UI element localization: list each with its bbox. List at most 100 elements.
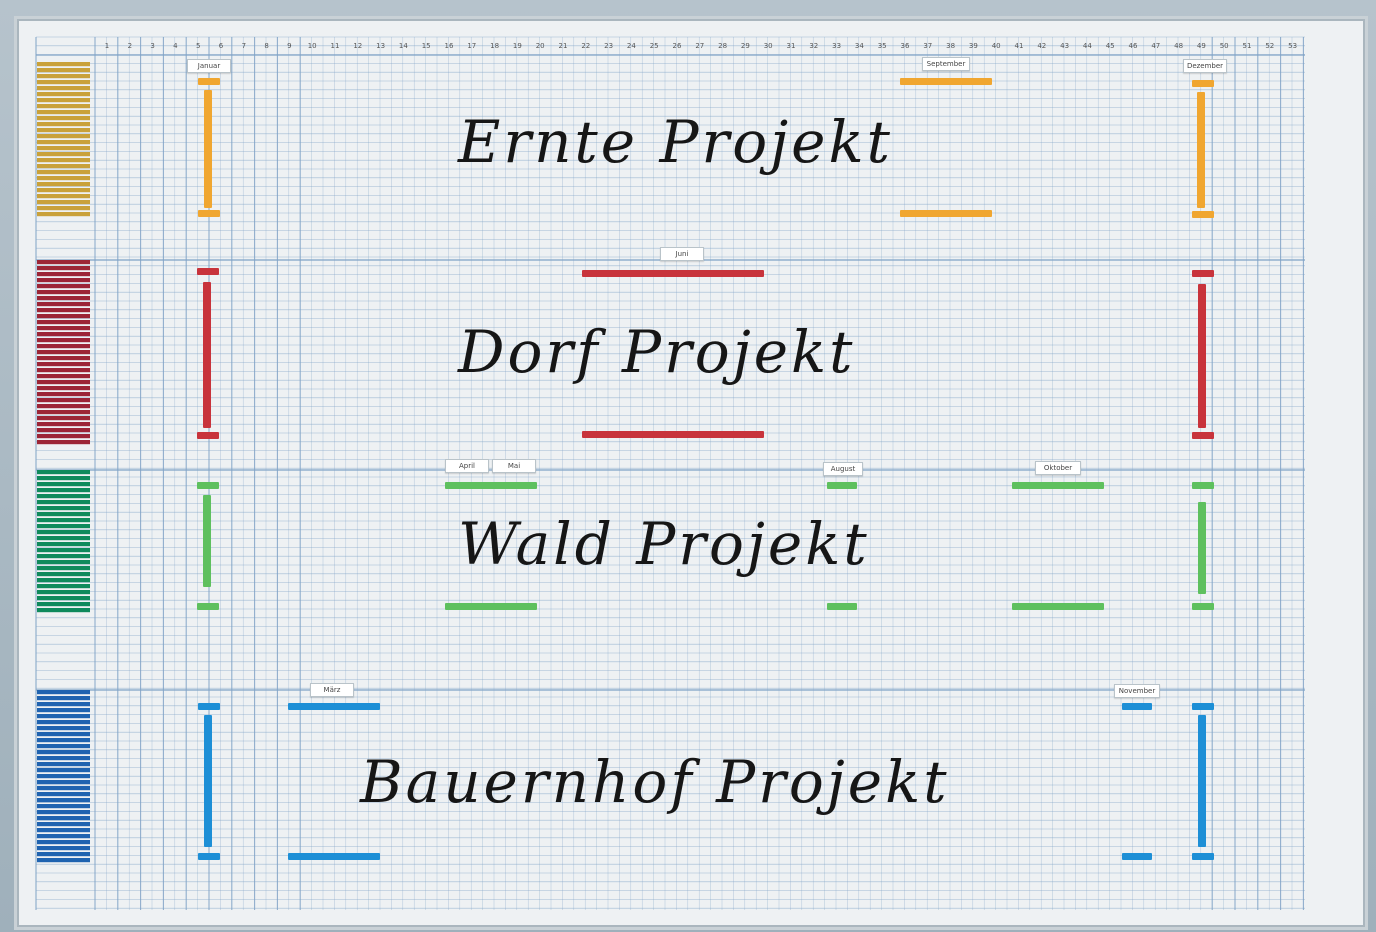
color-stripe <box>37 200 90 204</box>
color-stripe <box>37 780 90 784</box>
color-stripe <box>37 314 90 318</box>
color-stripe <box>37 512 90 516</box>
color-stripe <box>37 518 90 522</box>
color-stripe <box>37 840 90 844</box>
color-stripe <box>37 798 90 802</box>
color-stripe <box>37 296 90 300</box>
color-stripe <box>37 290 90 294</box>
color-stripe <box>37 104 90 108</box>
color-stripe <box>37 548 90 552</box>
week-number: 10 <box>302 42 322 50</box>
magnet-bar <box>827 482 857 489</box>
magnet-bar <box>1197 92 1205 208</box>
color-stripe <box>37 326 90 330</box>
week-number: 24 <box>621 42 641 50</box>
week-number: 34 <box>849 42 869 50</box>
magnet-bar <box>198 853 220 860</box>
week-number: 17 <box>462 42 482 50</box>
color-stripe <box>37 488 90 492</box>
magnet-bar <box>197 603 219 610</box>
color-stripe <box>37 530 90 534</box>
color-stripe <box>37 116 90 120</box>
magnet-bar <box>288 853 380 860</box>
week-number: 37 <box>918 42 938 50</box>
color-stripe <box>37 422 90 426</box>
magnet-bar <box>198 78 220 85</box>
color-stripe <box>37 86 90 90</box>
color-stripe <box>37 164 90 168</box>
week-number: 23 <box>599 42 619 50</box>
magnet-bar <box>198 703 220 710</box>
color-stripe <box>37 756 90 760</box>
color-stripe <box>37 524 90 528</box>
week-number: 48 <box>1169 42 1189 50</box>
color-stripe <box>37 714 90 718</box>
week-number: 45 <box>1100 42 1120 50</box>
color-stripe <box>37 750 90 754</box>
color-stripe <box>37 774 90 778</box>
month-tag-mai: Mai <box>492 459 536 473</box>
week-number: 43 <box>1055 42 1075 50</box>
color-stripe <box>37 566 90 570</box>
color-stripe <box>37 110 90 114</box>
color-stripe <box>37 768 90 772</box>
color-stripe <box>37 416 90 420</box>
color-stripe <box>37 822 90 826</box>
color-stripe <box>37 720 90 724</box>
color-stripe <box>37 804 90 808</box>
color-stripe <box>37 428 90 432</box>
color-stripe <box>37 74 90 78</box>
week-number: 50 <box>1214 42 1234 50</box>
week-number: 30 <box>758 42 778 50</box>
color-stripe <box>37 494 90 498</box>
week-number: 15 <box>416 42 436 50</box>
magnet-bar <box>1192 211 1214 218</box>
week-number: 21 <box>553 42 573 50</box>
color-stripe <box>37 536 90 540</box>
project-label-wald: Wald Projekt <box>458 510 870 578</box>
color-stripe <box>37 816 90 820</box>
color-stripe <box>37 212 90 216</box>
color-stripe <box>37 140 90 144</box>
color-stripe <box>37 362 90 366</box>
color-stripe <box>37 602 90 606</box>
color-stripe <box>37 134 90 138</box>
color-stripe <box>37 554 90 558</box>
color-stripe <box>37 696 90 700</box>
color-stripe <box>37 332 90 336</box>
week-number: 41 <box>1009 42 1029 50</box>
week-number: 19 <box>507 42 527 50</box>
magnet-bar <box>1198 502 1206 594</box>
magnet-bar <box>827 603 857 610</box>
week-number: 39 <box>963 42 983 50</box>
color-stripe <box>37 470 90 474</box>
color-stripe <box>37 500 90 504</box>
color-stripe <box>37 170 90 174</box>
color-stripe <box>37 578 90 582</box>
color-stripe <box>37 440 90 444</box>
color-stripe <box>37 690 90 694</box>
color-stripe <box>37 194 90 198</box>
week-number: 5 <box>188 42 208 50</box>
color-stripe <box>37 542 90 546</box>
color-stripe <box>37 608 90 612</box>
magnet-bar <box>1198 715 1206 847</box>
color-stripe <box>37 302 90 306</box>
color-stripe <box>37 350 90 354</box>
color-stripe <box>37 98 90 102</box>
week-number: 11 <box>325 42 345 50</box>
month-tag-dezember: Dezember <box>1183 59 1227 73</box>
week-number: 40 <box>986 42 1006 50</box>
color-stripe <box>37 560 90 564</box>
magnet-bar <box>1122 703 1152 710</box>
magnet-bar <box>1192 80 1214 87</box>
magnet-bar <box>1198 284 1206 428</box>
magnet-bar <box>1012 482 1104 489</box>
color-stripe <box>37 392 90 396</box>
week-number: 14 <box>393 42 413 50</box>
color-stripe <box>37 702 90 706</box>
color-stripe <box>37 68 90 72</box>
color-stripe <box>37 206 90 210</box>
magnet-bar <box>1012 603 1104 610</box>
week-number: 32 <box>804 42 824 50</box>
